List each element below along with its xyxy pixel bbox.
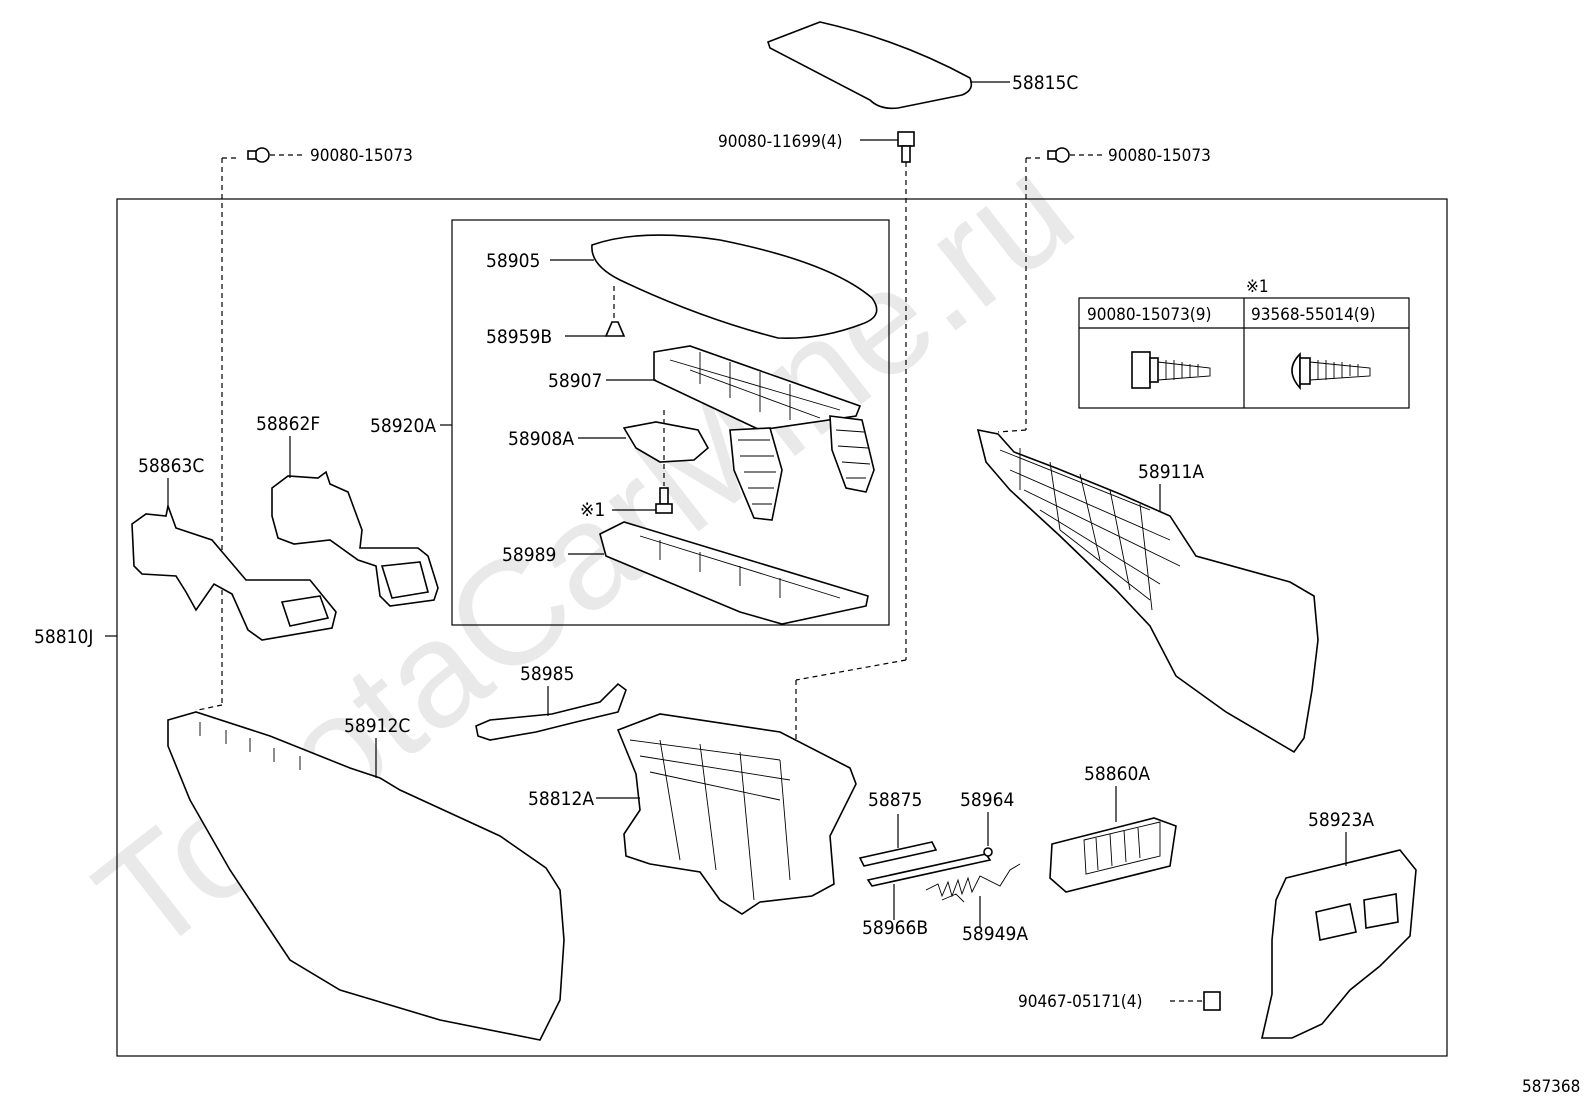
part-58863c[interactable] bbox=[131, 478, 337, 641]
ref-table: ※1 90080-15073(9) 93568-55014(9) bbox=[1078, 277, 1410, 409]
part-58949a[interactable] bbox=[925, 863, 1021, 928]
label-58912c[interactable]: 58912C bbox=[344, 715, 410, 737]
label-58966b[interactable]: 58966B bbox=[862, 917, 928, 939]
label-58989[interactable]: 58989 bbox=[502, 544, 556, 566]
label-58863c[interactable]: 58863C bbox=[138, 455, 204, 477]
label-58949a[interactable]: 58949A bbox=[962, 923, 1028, 945]
ref-table-col-1: 90080-15073(9) bbox=[1087, 305, 1211, 325]
part-58985[interactable] bbox=[475, 682, 627, 741]
part-58812a[interactable] bbox=[596, 713, 857, 915]
part-58912c[interactable] bbox=[167, 711, 565, 1041]
label-58964[interactable]: 58964 bbox=[960, 789, 1014, 811]
subassembly-frame bbox=[451, 219, 890, 626]
part-58923a[interactable] bbox=[1260, 832, 1417, 1039]
label-90080-11699[interactable]: 90080-11699(4) bbox=[718, 132, 842, 152]
label-58815c[interactable]: 58815C bbox=[1012, 72, 1078, 94]
part-58908a[interactable] bbox=[578, 410, 710, 486]
part-58964[interactable] bbox=[983, 812, 993, 857]
label-58923a[interactable]: 58923A bbox=[1308, 809, 1374, 831]
label-58920a[interactable]: 58920A bbox=[370, 415, 436, 437]
label-58985[interactable]: 58985 bbox=[520, 663, 574, 685]
label-58862f[interactable]: 58862F bbox=[256, 413, 320, 435]
part-58966b[interactable] bbox=[866, 853, 992, 920]
label-58911a[interactable]: 58911A bbox=[1138, 461, 1204, 483]
clip-90467-05171[interactable] bbox=[1170, 991, 1221, 1011]
flange-bolt-icon bbox=[1131, 351, 1211, 389]
bolt-90080-15073-left[interactable] bbox=[197, 147, 306, 711]
label-90080-15073-right[interactable]: 90080-15073 bbox=[1108, 146, 1211, 166]
label-58812a[interactable]: 58812A bbox=[528, 788, 594, 810]
part-58875[interactable] bbox=[858, 814, 938, 867]
ref-table-title: ※1 bbox=[1246, 277, 1269, 297]
part-58989[interactable] bbox=[568, 521, 869, 625]
part-58862f[interactable] bbox=[271, 436, 439, 607]
part-58911a[interactable] bbox=[976, 428, 1319, 754]
label-ref1-screw[interactable]: ※1 bbox=[580, 499, 605, 521]
label-58905[interactable]: 58905 bbox=[486, 250, 540, 272]
label-90080-15073-left[interactable]: 90080-15073 bbox=[310, 146, 413, 166]
label-90467-05171[interactable]: 90467-05171(4) bbox=[1018, 992, 1142, 1012]
label-58908a[interactable]: 58908A bbox=[508, 428, 574, 450]
label-58860a[interactable]: 58860A bbox=[1084, 763, 1150, 785]
ref-table-col-2: 93568-55014(9) bbox=[1251, 305, 1375, 325]
assembly-frame bbox=[116, 198, 1448, 1057]
diagram-id: 587368 bbox=[1522, 1077, 1580, 1097]
part-58959b[interactable] bbox=[565, 286, 626, 337]
label-58907[interactable]: 58907 bbox=[548, 370, 602, 392]
bolt-90080-15073-right[interactable] bbox=[997, 147, 1104, 433]
part-58907[interactable] bbox=[606, 345, 875, 521]
screw-ref1[interactable] bbox=[612, 487, 673, 514]
part-58905[interactable] bbox=[550, 234, 878, 340]
label-58875[interactable]: 58875 bbox=[868, 789, 922, 811]
label-58959b[interactable]: 58959B bbox=[486, 326, 552, 348]
tapping-screw-icon bbox=[1291, 352, 1371, 391]
part-58815c[interactable] bbox=[766, 21, 1010, 110]
label-58810j[interactable]: 58810J bbox=[34, 626, 93, 648]
part-58860a[interactable] bbox=[1049, 786, 1177, 893]
